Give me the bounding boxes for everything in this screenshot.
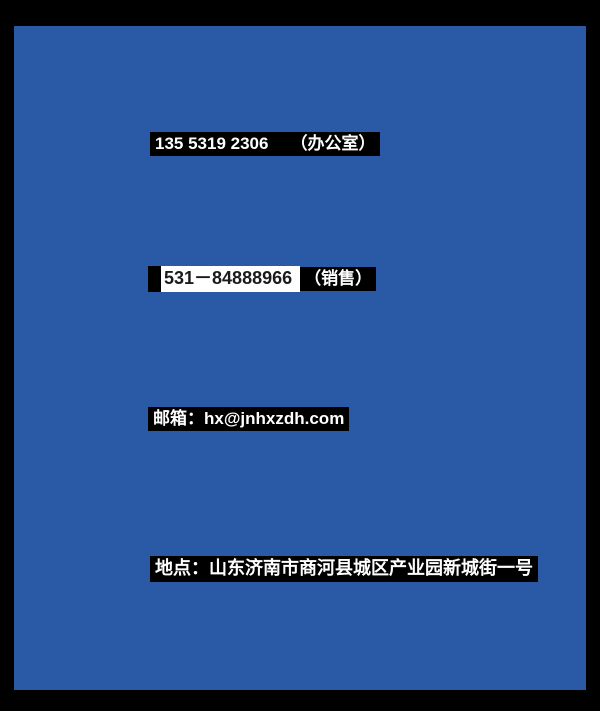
- sales-phone-line: 531－84888966 （销售）: [148, 266, 377, 292]
- selection-edge-block: [148, 266, 161, 292]
- address-highlight: 地点：山东济南市商河县城区产业园新城街一号: [150, 556, 538, 582]
- spacer: [268, 144, 290, 145]
- email-text: 邮箱：hx@jnhxzdh.com: [153, 409, 345, 428]
- sales-phone-label-highlight: （销售）: [300, 267, 377, 291]
- sales-phone-label: （销售）: [304, 268, 373, 288]
- office-phone-highlight: 135 5319 2306 （办公室）: [150, 132, 381, 157]
- sales-phone-selection: 531－84888966: [148, 266, 301, 292]
- address-text: 地点：山东济南市商河县城区产业园新城街一号: [155, 558, 533, 578]
- email-highlight: 邮箱：hx@jnhxzdh.com: [148, 407, 350, 432]
- office-phone-line: 135 5319 2306 （办公室）: [150, 132, 381, 157]
- office-phone-number: 135 5319 2306: [155, 134, 269, 153]
- email-line: 邮箱：hx@jnhxzdh.com: [148, 407, 350, 432]
- sales-phone-number: 531－84888966: [164, 268, 293, 289]
- content-area: 135 5319 2306 （办公室） 531－84888966 （销售） 邮箱…: [14, 26, 586, 690]
- office-phone-label: （办公室）: [290, 134, 376, 153]
- address-line: 地点：山东济南市商河县城区产业园新城街一号: [150, 556, 538, 582]
